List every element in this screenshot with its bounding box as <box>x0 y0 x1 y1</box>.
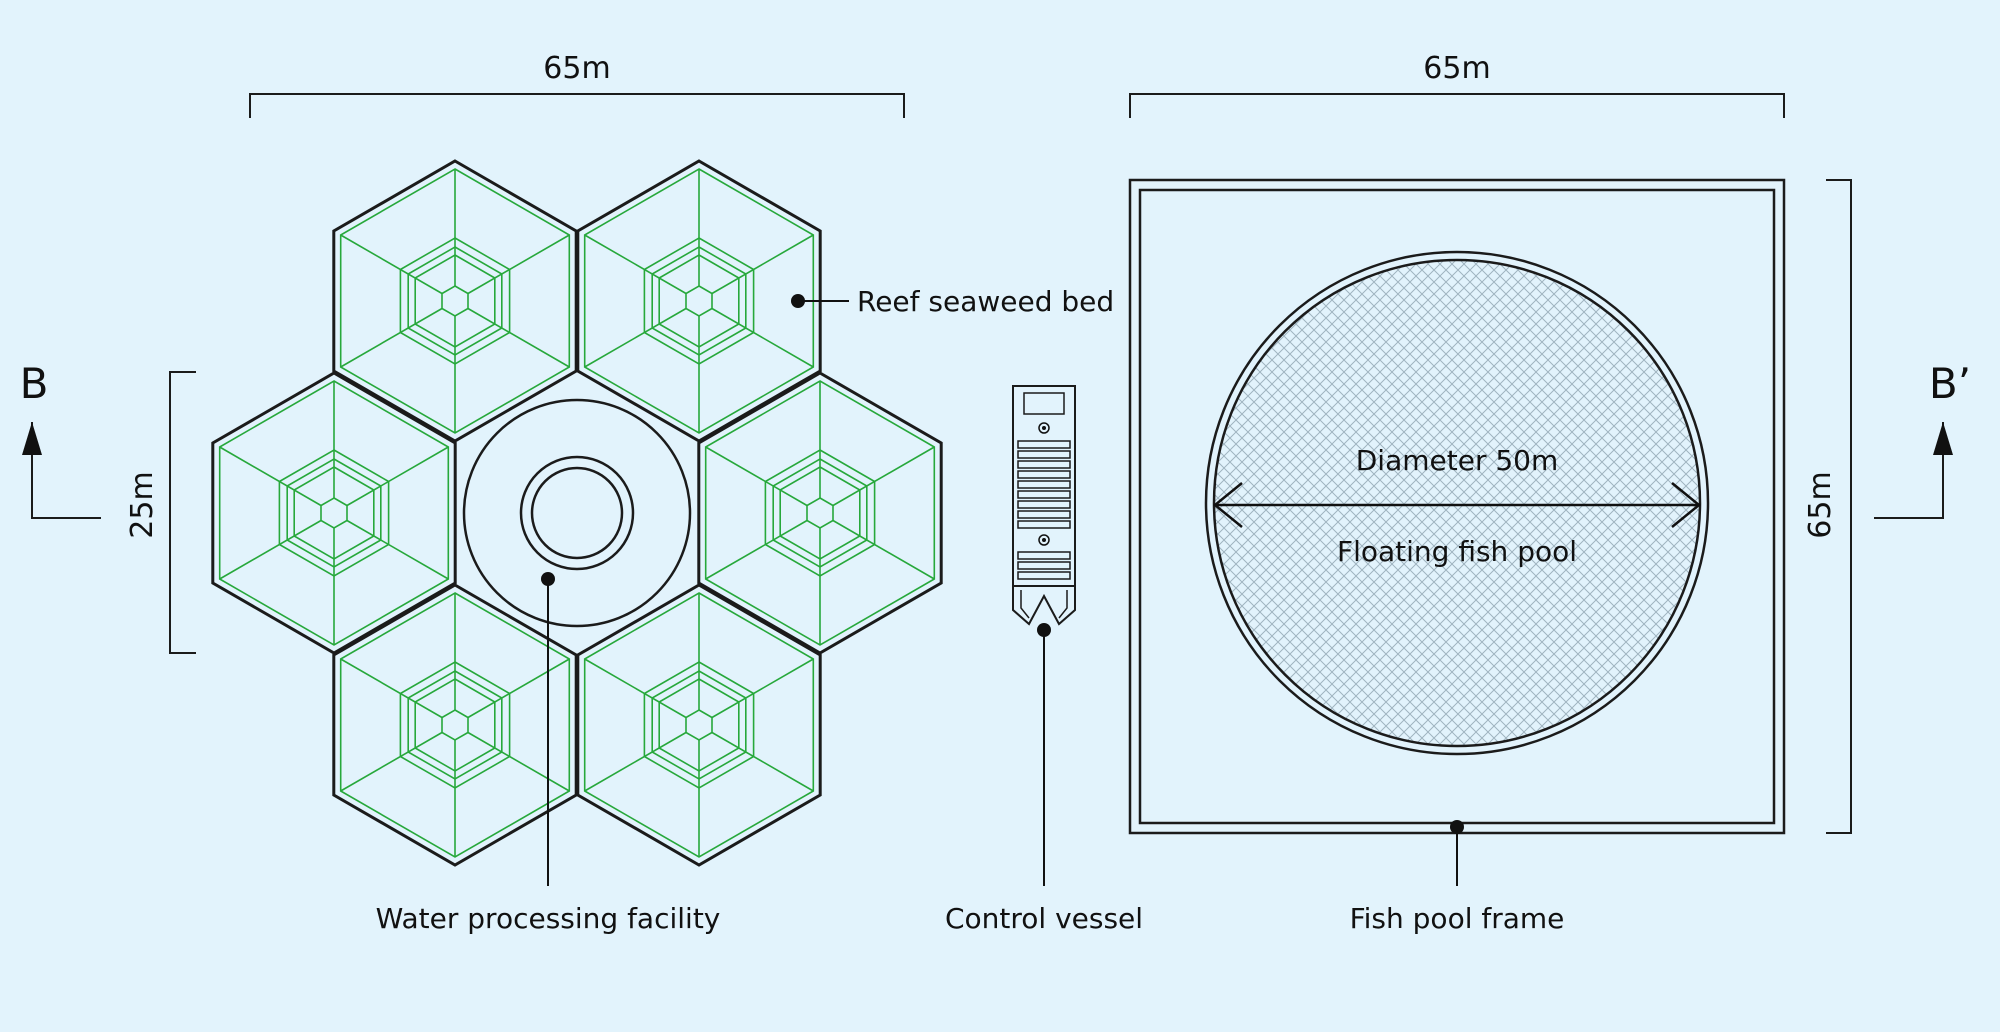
reef-seaweed-bed-label: Reef seaweed bed <box>857 285 1114 318</box>
fish-pool-frame-leader <box>1450 820 1464 886</box>
control-vessel-label: Control vessel <box>945 902 1143 935</box>
seaweed-hex-module-top-left <box>332 159 578 443</box>
section-marker-right-label: B’ <box>1929 359 1971 408</box>
diameter-arrow <box>1213 482 1701 528</box>
section-marker-left-label: B <box>20 359 49 408</box>
top-left-dimension-bracket <box>249 93 905 118</box>
reef-seaweed-bed-leader <box>791 294 849 308</box>
control-vessel <box>1012 385 1076 626</box>
reef-seaweed-bed-cluster <box>211 159 943 867</box>
seaweed-hex-module-left <box>211 371 457 655</box>
floating-fish-pool <box>1204 250 1710 756</box>
control-vessel-leader <box>1037 623 1051 886</box>
top-right-dimension-bracket <box>1129 93 1785 118</box>
fish-pool-frame-label: Fish pool frame <box>1350 902 1565 935</box>
seaweed-hex-module-bottom-right <box>576 583 822 867</box>
seaweed-hex-module-right <box>697 371 943 655</box>
seaweed-hex-module-bottom-left <box>332 583 578 867</box>
right-dimension-label: 65m <box>1803 471 1838 538</box>
seaweed-hex-module-top-right <box>576 159 822 443</box>
section-marker-left <box>22 422 101 519</box>
water-processing-facility-label: Water processing facility <box>376 902 721 935</box>
diameter-label: Diameter 50m <box>1356 444 1559 477</box>
water-processing-facility <box>462 398 692 628</box>
top-left-dimension-label: 65m <box>543 51 610 86</box>
section-marker-right <box>1874 422 1953 519</box>
right-dimension-bracket <box>1826 179 1852 834</box>
left-dimension-label: 25m <box>125 471 160 538</box>
floating-fish-pool-label: Floating fish pool <box>1337 535 1577 568</box>
top-right-dimension-label: 65m <box>1423 51 1490 86</box>
left-dimension-bracket <box>169 371 196 654</box>
water-processing-leader <box>541 572 555 886</box>
